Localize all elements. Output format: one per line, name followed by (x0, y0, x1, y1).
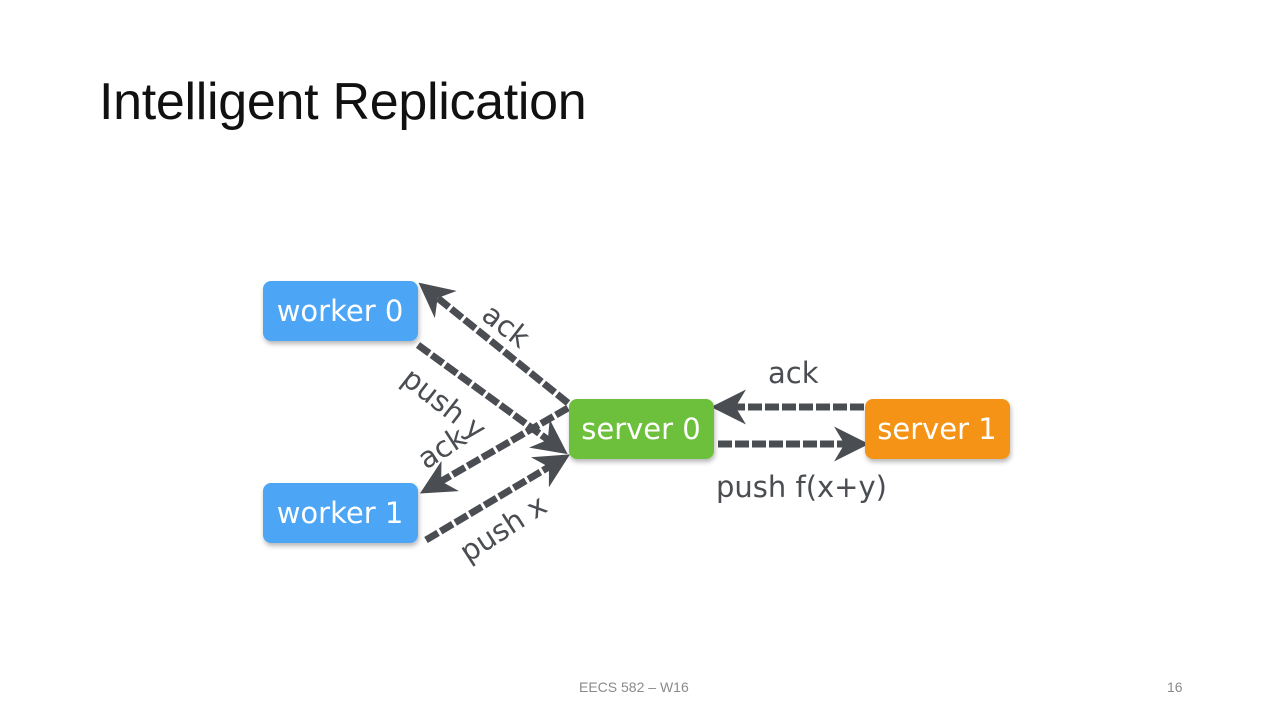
edge-label-push-fxy: push f(x+y) (716, 470, 887, 504)
page-number: 16 (1167, 679, 1183, 695)
node-server-1: server 1 (865, 399, 1010, 459)
node-label-server-0: server 0 (581, 412, 700, 446)
edge-label-push-x: push x (453, 488, 553, 569)
node-server-0: server 0 (569, 399, 714, 459)
node-label-server-1: server 1 (877, 412, 996, 446)
slide-title: Intelligent Replication (99, 73, 587, 131)
node-label-worker-1: worker 1 (277, 496, 404, 530)
footer-course-label: EECS 582 – W16 (579, 679, 689, 695)
node-label-worker-0: worker 0 (277, 294, 404, 328)
edge-server1-to-server0: ack (711, 356, 864, 425)
edge-server0-to-server1: push f(x+y) (716, 426, 887, 504)
edge-label-ack-worker0: ack (476, 297, 537, 355)
node-worker-1: worker 1 (263, 483, 418, 543)
edge-worker0-to-server0: push y (396, 342, 568, 455)
node-worker-0: worker 0 (263, 281, 418, 341)
edge-label-ack-server1: ack (768, 356, 819, 390)
